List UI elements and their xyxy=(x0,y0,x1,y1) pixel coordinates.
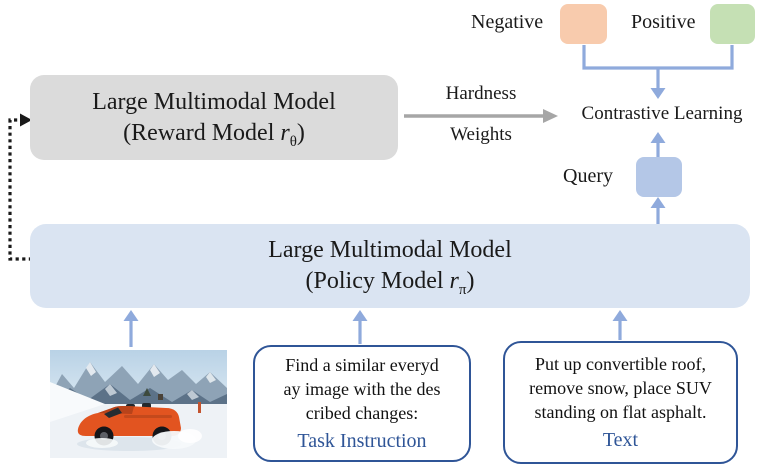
policy-model-box: Large Multimodal Model (Policy Model rπ) xyxy=(30,224,750,308)
weights-label: Weights xyxy=(450,124,512,145)
hardness-weights-arrow xyxy=(404,109,558,123)
text-line: remove snow, place SUV xyxy=(529,378,712,398)
text-box: Put up convertible roof, remove snow, pl… xyxy=(503,341,738,464)
policy-model-title-line2: (Policy Model rπ) xyxy=(305,268,475,298)
image-to-policy-arrow xyxy=(123,310,139,347)
task-instruction-line: ay image with the des xyxy=(283,379,441,399)
contrastive-learning-label: Contrastive Learning xyxy=(581,103,743,124)
photo-hut xyxy=(158,394,163,400)
query-label: Query xyxy=(563,165,613,187)
reward-model-title-line2: (Reward Model rθ) xyxy=(123,119,305,150)
photo-snowbank xyxy=(50,382,105,422)
negative-sample-chip xyxy=(560,4,607,44)
positive-sample-chip xyxy=(710,4,755,44)
task-instruction-caption: Task Instruction xyxy=(297,430,427,452)
photo-snowcap xyxy=(150,364,160,377)
photo-tree xyxy=(143,388,151,396)
photo-car xyxy=(77,403,202,451)
policy-var: r xyxy=(449,268,459,294)
photo-snowcap xyxy=(187,390,199,400)
text-line: standing on flat asphalt. xyxy=(534,402,707,422)
policy-model-title-line1: Large Multimodal Model xyxy=(268,237,512,263)
photo-snowcap xyxy=(86,362,96,376)
policy-to-query-arrow xyxy=(650,197,666,224)
reward-var-subscript: θ xyxy=(289,133,297,150)
text-line: Put up convertible roof, xyxy=(535,354,706,374)
task-instruction-box: Find a similar everyd ay image with the … xyxy=(253,345,471,462)
query-chip xyxy=(636,157,682,197)
orange-convertible-suv-in-snow-photo xyxy=(50,350,227,458)
policy-to-reward-dotted-arrow xyxy=(8,113,32,261)
positive-label: Positive xyxy=(631,11,696,33)
text-caption: Text xyxy=(602,429,639,451)
photo-snowcap xyxy=(105,384,117,396)
negative-label: Negative xyxy=(471,11,544,33)
task-instruction-line: Find a similar everyd xyxy=(285,355,439,375)
query-to-contrastive-arrow xyxy=(650,132,666,157)
task-instruction-line: cribed changes: xyxy=(305,403,419,423)
policy-var-subscript: π xyxy=(458,281,467,298)
reward-var: r xyxy=(280,119,290,146)
reward-model-title-line1: Large Multimodal Model xyxy=(92,88,336,115)
photo-marker-pole xyxy=(198,402,201,413)
photo-snowcap xyxy=(206,372,216,383)
hardness-label: Hardness xyxy=(445,83,517,104)
text-to-policy-arrow xyxy=(612,310,628,340)
chips-to-contrastive-bracket-arrow xyxy=(582,45,734,99)
reward-model-box: Large Multimodal Model (Reward Model rθ) xyxy=(30,75,398,160)
task-to-policy-arrow xyxy=(352,310,368,344)
